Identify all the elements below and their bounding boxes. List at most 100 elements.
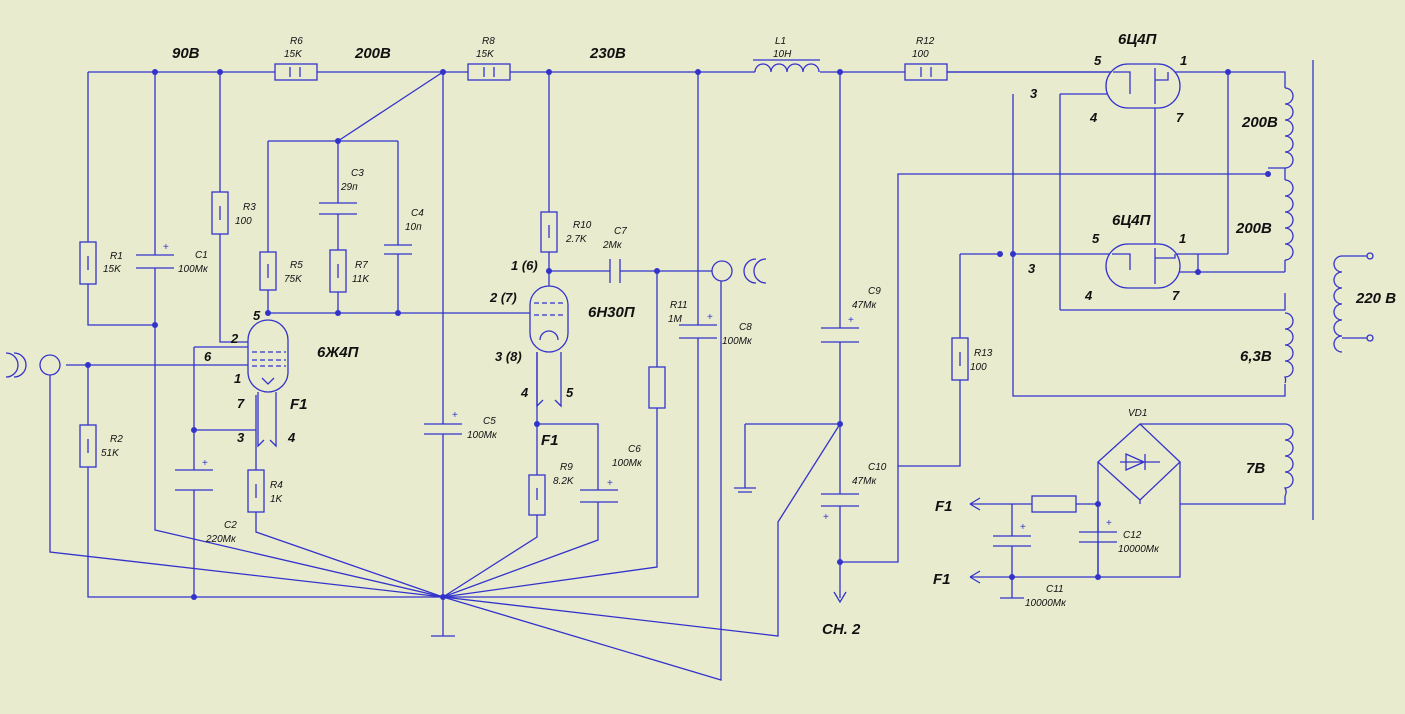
v1-pin6: 6 xyxy=(204,349,212,364)
f1-output-1: F1 xyxy=(935,498,953,515)
rect1-pin3: 3 xyxy=(1030,86,1038,101)
r4-value: 1K xyxy=(270,494,284,505)
output-connector xyxy=(711,258,767,284)
c9-plates xyxy=(821,327,859,343)
c2-name: C2 xyxy=(224,520,237,531)
r7-name: R7 xyxy=(355,260,368,271)
svg-text:+: + xyxy=(823,512,829,523)
r8-body xyxy=(467,63,511,81)
r12-name: R12 xyxy=(916,36,935,47)
winding-2-label: 200В xyxy=(1235,220,1272,237)
resistors xyxy=(79,63,1077,516)
rect1-pin1: 1 xyxy=(1180,53,1187,68)
c3-plates xyxy=(319,202,357,215)
svg-text:+: + xyxy=(1020,522,1026,533)
junction-dots xyxy=(85,69,1271,600)
r2-name: R2 xyxy=(110,434,123,445)
c11-value: 10000Мк xyxy=(1025,598,1067,609)
rect1-pin4: 4 xyxy=(1089,110,1098,125)
c10-value: 47Мк xyxy=(852,476,877,487)
c9-name: C9 xyxy=(868,286,881,297)
r4-name: R4 xyxy=(270,480,283,491)
c11-name: C11 xyxy=(1046,584,1064,595)
c8-name: C8 xyxy=(739,322,752,333)
c10-name: C10 xyxy=(868,462,887,473)
r6-value: 15K xyxy=(284,49,303,60)
winding-4-label: 7В xyxy=(1246,460,1265,477)
v2-pin3: 3 (8) xyxy=(495,349,522,364)
r8-value: 15K xyxy=(476,49,495,60)
tube2-name: 6Н30П xyxy=(588,304,636,321)
f1-output-2: F1 xyxy=(933,571,951,588)
c12-name: C12 xyxy=(1123,530,1142,541)
v2-pin2: 2 (7) xyxy=(489,290,517,305)
c6-value: 100Мк xyxy=(612,458,643,469)
rect2-name: 6Ц4П xyxy=(1112,212,1152,229)
heater-labels: F1 F1 F1 F1 xyxy=(290,396,953,588)
c1-plates xyxy=(136,254,174,269)
r11-value: 1M xyxy=(668,314,683,325)
c4-value: 10п xyxy=(405,222,422,233)
c8-value: 100Мк xyxy=(722,336,753,347)
v1-pin7: 7 xyxy=(237,396,245,411)
net-90v: 90В xyxy=(172,45,200,62)
transformer-labels: 200В 200В 6,3В 7В 220 В xyxy=(1235,114,1396,477)
vd1-name: VD1 xyxy=(1128,408,1147,419)
l1-name: L1 xyxy=(775,36,786,47)
transformer xyxy=(1268,60,1374,520)
r10-name: R10 xyxy=(573,220,592,231)
winding-1-label: 200В xyxy=(1241,114,1278,131)
c11-plates xyxy=(993,535,1031,547)
c5-plates xyxy=(424,423,462,435)
c3-value: 29п xyxy=(340,182,358,193)
c7-plates xyxy=(609,259,621,283)
rect2-pin1: 1 xyxy=(1179,231,1186,246)
svg-text:+: + xyxy=(452,410,458,421)
rect1-name: 6Ц4П xyxy=(1118,31,1158,48)
c8-plates xyxy=(679,324,717,339)
bridge-resistor-body xyxy=(1031,495,1077,513)
pin-labels: 5 2 6 1 7 3 4 1 (6) 2 (7) 3 (8) 4 5 5 1 … xyxy=(204,53,1187,445)
c5-name: C5 xyxy=(483,416,496,427)
svg-text:+: + xyxy=(848,315,854,326)
r13-name: R13 xyxy=(974,348,993,359)
r5-name: R5 xyxy=(290,260,303,271)
r12-body xyxy=(904,63,948,81)
c4-name: C4 xyxy=(411,208,424,219)
c9-value: 47Мк xyxy=(852,300,877,311)
c7-value: 2Мк xyxy=(602,240,623,251)
f1-label-b: F1 xyxy=(541,432,559,449)
r9-value: 8.2K xyxy=(553,476,575,487)
tube1-name: 6Ж4П xyxy=(317,344,360,361)
rect1-pin5: 5 xyxy=(1094,53,1102,68)
f1-label-a: F1 xyxy=(290,396,308,413)
c2-value: 220Мк xyxy=(205,534,237,545)
c12-value: 10000Мк xyxy=(1118,544,1160,555)
rectifier-tube-1 xyxy=(1105,63,1181,109)
c3-name: C3 xyxy=(351,168,364,179)
r2-value: 51K xyxy=(101,448,120,459)
tube-6zh4p xyxy=(247,319,289,448)
r11-name: R11 xyxy=(670,300,688,311)
c1-name: C1 xyxy=(195,250,208,261)
winding-3-label: 6,3В xyxy=(1240,348,1272,365)
r5-value: 75K xyxy=(284,274,303,285)
v1-pin1: 1 xyxy=(234,371,241,386)
r1-name: R1 xyxy=(110,251,123,262)
l1-value: 10H xyxy=(773,49,792,60)
r7-value: 11K xyxy=(352,274,370,285)
rect1-pin7: 7 xyxy=(1176,110,1184,125)
primary-label: 220 В xyxy=(1355,290,1396,307)
tube-6n30p xyxy=(529,285,569,408)
r3-value: 100 xyxy=(235,216,252,227)
svg-text:+: + xyxy=(202,458,208,469)
net-labels: 90В 200В 230В xyxy=(172,45,626,62)
c10-plates xyxy=(821,493,859,507)
rect2-pin3: 3 xyxy=(1028,261,1036,276)
svg-text:+: + xyxy=(1106,518,1112,529)
net-200v: 200В xyxy=(354,45,391,62)
v2-pin5: 5 xyxy=(566,385,574,400)
c12-plates xyxy=(1079,531,1117,543)
c7-name: C7 xyxy=(614,226,627,237)
